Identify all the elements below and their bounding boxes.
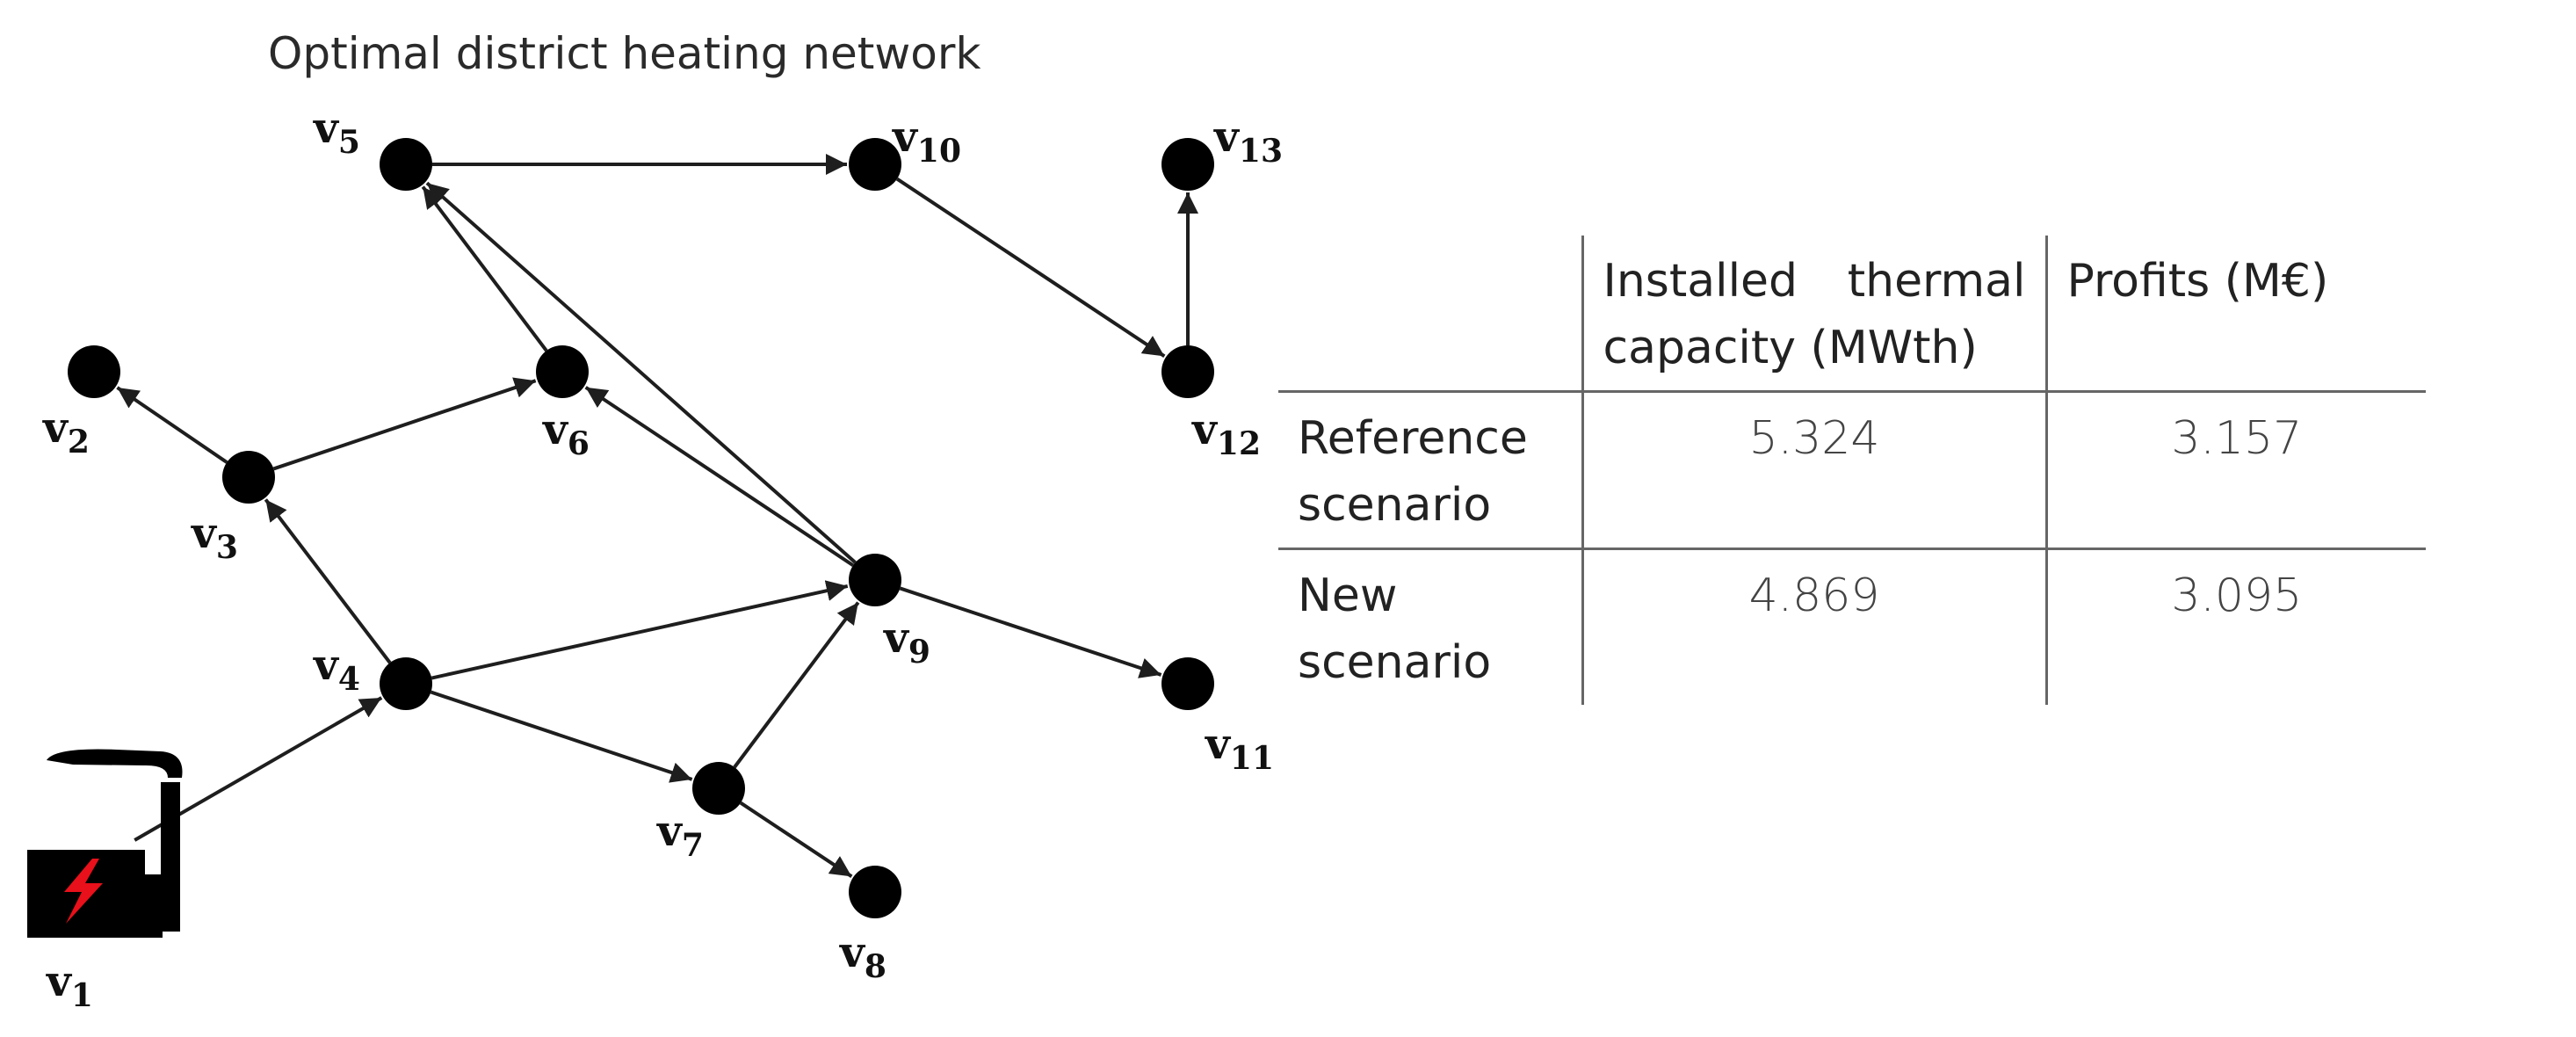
header-empty xyxy=(1278,236,1582,393)
node-v13 xyxy=(1161,138,1214,191)
table-row: Reference scenario 5.324 3.157 xyxy=(1278,391,2426,550)
node-v5 xyxy=(380,138,432,191)
row-label: Reference scenario xyxy=(1278,391,1582,550)
edge-v10-v12 xyxy=(895,177,1166,358)
node-v6 xyxy=(536,345,589,398)
node-v10 xyxy=(849,138,901,191)
node-label-v1: v1 xyxy=(46,957,93,1014)
node-label-v11: v11 xyxy=(1205,720,1274,777)
header-capacity: Installed thermal capacity (MWth) xyxy=(1581,236,2048,393)
node-v9 xyxy=(849,554,901,606)
node-label-v2: v2 xyxy=(42,403,90,460)
node-label-v12: v12 xyxy=(1191,405,1261,462)
node-label-v13: v13 xyxy=(1213,112,1283,170)
node-v4 xyxy=(380,657,432,710)
power-plant-icon xyxy=(27,749,183,938)
node-layer xyxy=(27,138,1214,938)
table-header-row: Installed thermal capacity (MWth) Profit… xyxy=(1278,236,2426,393)
edge-v9-v6 xyxy=(584,386,855,568)
edge-v9-v11 xyxy=(899,586,1162,678)
diagram-title: Optimal district heating network xyxy=(268,28,980,79)
edge-v4-v3 xyxy=(264,498,392,664)
node-v12 xyxy=(1161,345,1214,398)
row-label: New scenario xyxy=(1298,569,1492,689)
node-label-v10: v10 xyxy=(892,112,961,170)
edge-v3-v2 xyxy=(116,386,228,464)
node-v3 xyxy=(222,451,275,504)
node-label-v7: v7 xyxy=(656,807,704,864)
edge-layer xyxy=(116,154,1198,878)
lightning-bolt-icon xyxy=(64,859,103,924)
node-label-v3: v3 xyxy=(191,509,238,566)
edge-v7-v8 xyxy=(739,801,853,878)
edge-v6-v5 xyxy=(421,185,548,352)
label-layer: v1 v2 v3 v4 v5 v6 v7 v8 v9 v10 v11 v12 v13 xyxy=(42,104,1283,1014)
edge-v9-v5 xyxy=(425,181,857,564)
node-v2 xyxy=(68,345,120,398)
node-label-v5: v5 xyxy=(313,104,360,161)
edge-v3-v6 xyxy=(272,377,537,471)
node-label-v6: v6 xyxy=(542,405,590,462)
cell-profits: 3.095 xyxy=(2171,569,2303,622)
node-label-v8: v8 xyxy=(839,928,886,985)
results-table: Installed thermal capacity (MWth) Profit… xyxy=(1278,236,2426,705)
node-v8 xyxy=(849,866,901,918)
edge-v4-v7 xyxy=(430,690,693,783)
cell-profits: 3.157 xyxy=(2046,391,2426,550)
node-v7 xyxy=(692,762,745,815)
edge-v7-v9 xyxy=(733,601,860,769)
node-label-v9: v9 xyxy=(883,613,930,671)
cell-capacity: 5.324 xyxy=(1581,391,2048,550)
node-v11 xyxy=(1161,657,1214,710)
node-label-v4: v4 xyxy=(313,641,360,698)
edge-v4-v9 xyxy=(431,580,849,680)
table-row: New scenario 4.869 3.095 xyxy=(1278,548,2426,705)
header-profits: Profits (M€) xyxy=(2046,236,2426,393)
heating-network-diagram: Optimal district heating network v1v2v3v… xyxy=(27,28,1283,1014)
cell-capacity: 4.869 xyxy=(1581,548,2048,705)
